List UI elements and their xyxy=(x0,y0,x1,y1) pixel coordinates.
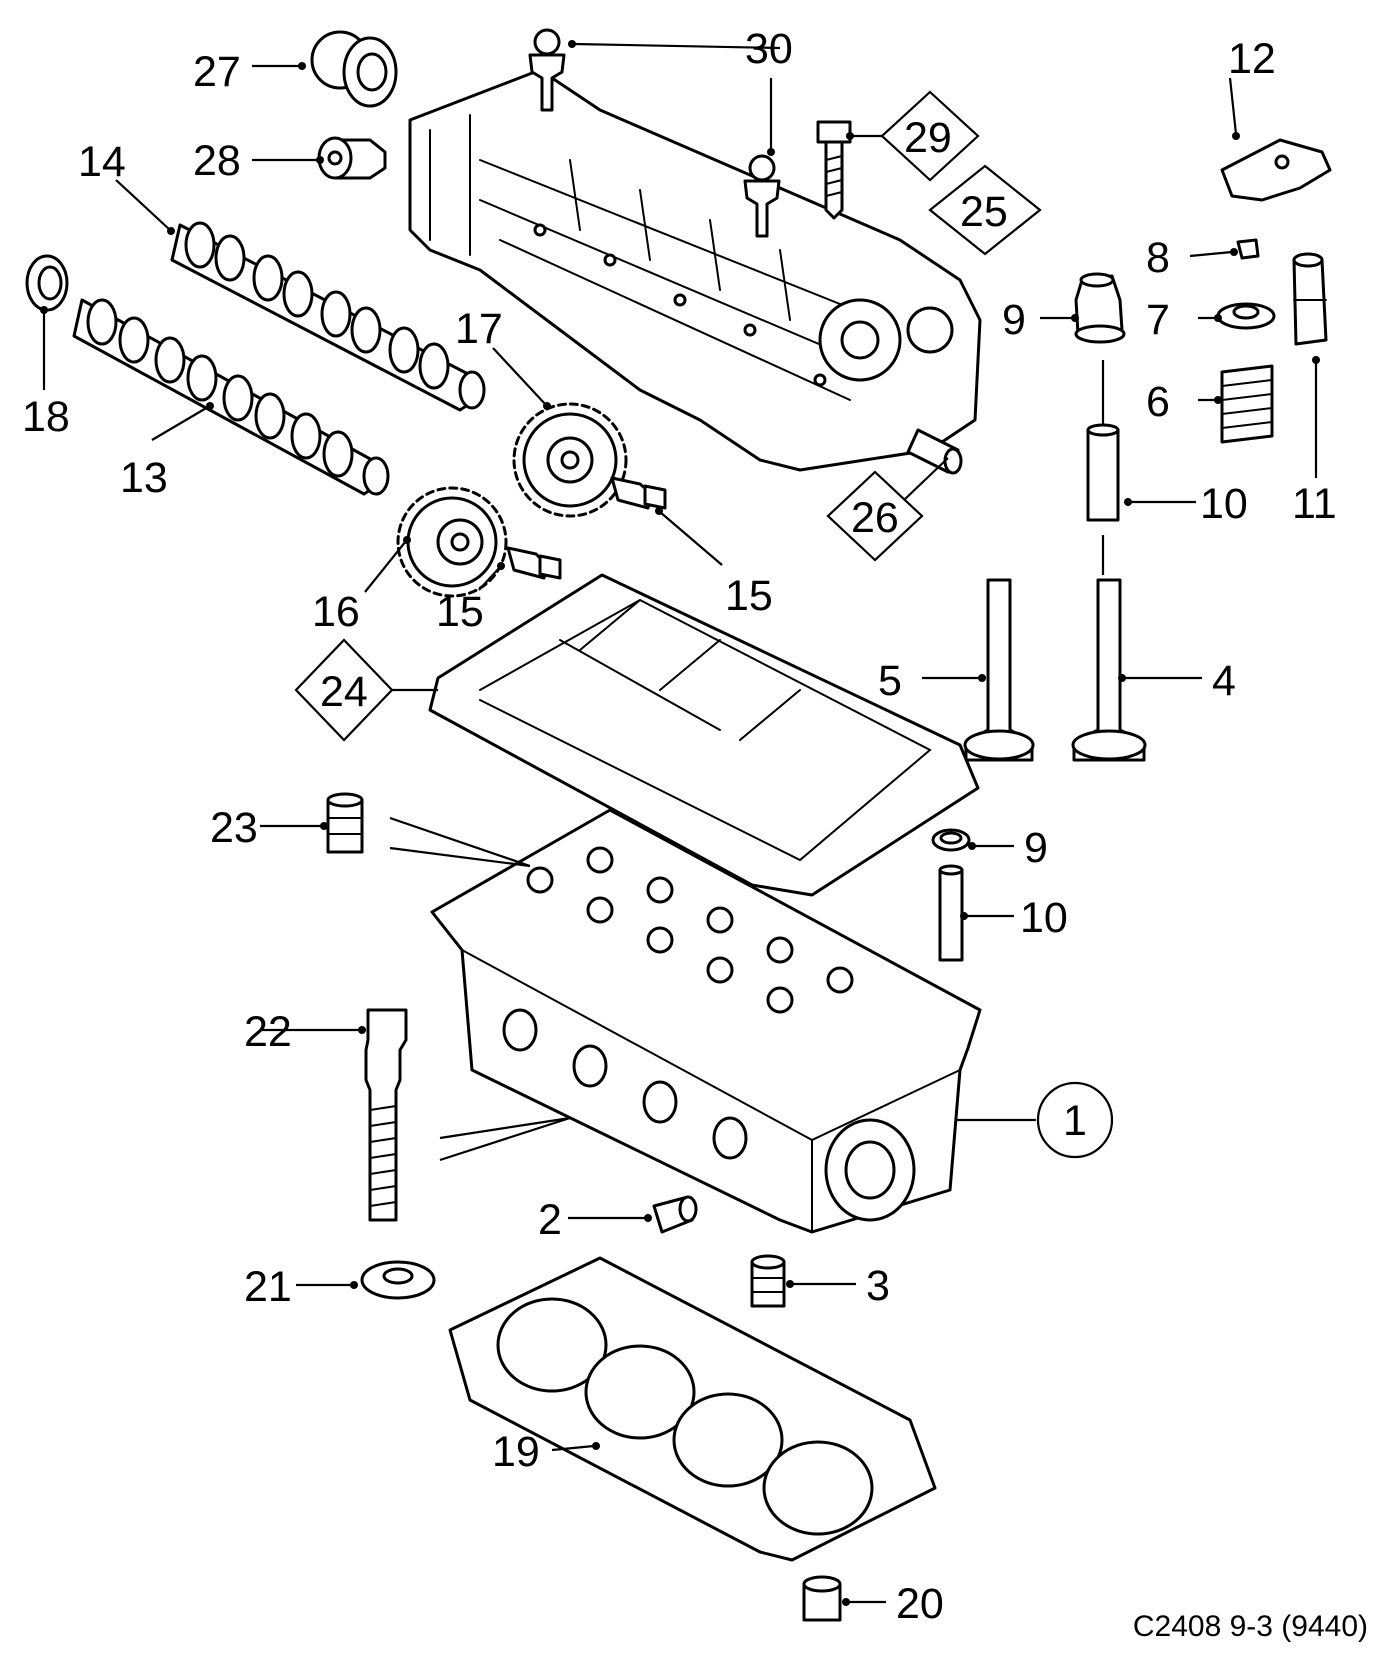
callout-labels: 30 27 28 14 18 13 17 16 15 15 29 25 12 8… xyxy=(22,25,1337,1628)
callout-20: 20 xyxy=(896,1580,944,1628)
camshaft-intake-part xyxy=(170,221,486,412)
dowel-sleeve-part xyxy=(750,1254,786,1308)
callout-28: 28 xyxy=(193,137,241,185)
callout-19: 19 xyxy=(492,1428,540,1476)
ball-stud-part xyxy=(528,28,781,238)
valve-guide-upper-part xyxy=(1086,423,1120,522)
valve-exhaust-part xyxy=(963,578,1035,762)
valve-spring-part xyxy=(1220,364,1274,444)
valve-collet-part xyxy=(1236,238,1260,260)
gear-bolt-part xyxy=(506,476,667,580)
callout-22: 22 xyxy=(244,1008,292,1056)
cylinder-head-gasket-part xyxy=(448,1256,937,1562)
sleeve-part xyxy=(652,1195,698,1234)
callout-15-right: 15 xyxy=(725,572,773,620)
cylinder-head-bolt-part xyxy=(364,1008,408,1222)
callout-7: 7 xyxy=(1146,296,1170,344)
valve-stem-seal-part xyxy=(1074,272,1126,344)
callout-18: 18 xyxy=(22,393,70,441)
plug-part xyxy=(317,136,387,180)
callout-10-lower: 10 xyxy=(1020,894,1068,942)
callout-2: 2 xyxy=(538,1196,562,1244)
callout-14: 14 xyxy=(78,138,126,186)
callout-15-left: 15 xyxy=(436,588,484,636)
leader-lines xyxy=(40,40,1320,1606)
callout-9-lower: 9 xyxy=(1024,824,1048,872)
callout-frames xyxy=(294,90,1114,1159)
callout-13: 13 xyxy=(120,454,168,502)
rocker-arm-part xyxy=(1220,138,1332,202)
callout-3: 3 xyxy=(866,1262,890,1310)
camshaft-exhaust-part xyxy=(72,298,390,496)
camshaft-housing-part xyxy=(408,68,982,472)
callout-16: 16 xyxy=(312,588,360,636)
callout-21: 21 xyxy=(244,1263,292,1311)
seal-ring-part xyxy=(25,254,69,312)
callout-26: 26 xyxy=(851,494,899,542)
callout-12: 12 xyxy=(1228,35,1276,83)
bolt-part xyxy=(816,120,852,220)
callout-11: 11 xyxy=(1292,480,1337,528)
callout-6: 6 xyxy=(1146,378,1170,426)
valve-guide-lower-part xyxy=(938,864,964,962)
bushing-part xyxy=(802,1575,842,1622)
callout-27: 27 xyxy=(193,48,241,96)
callout-24: 24 xyxy=(320,668,368,716)
callout-8: 8 xyxy=(1146,234,1170,282)
washer-part xyxy=(360,1260,436,1300)
cylinder-head-part xyxy=(430,808,982,1234)
callout-5: 5 xyxy=(878,657,902,705)
spring-retainer-part xyxy=(1216,302,1276,330)
camshaft-gear-upper-part xyxy=(512,402,628,518)
camshaft-gear-lower-part xyxy=(396,486,508,598)
hollow-dowel-part xyxy=(326,792,364,854)
callout-1: 1 xyxy=(1063,1097,1087,1145)
callout-17: 17 xyxy=(455,305,503,353)
callout-10-upper: 10 xyxy=(1200,480,1248,528)
callout-25: 25 xyxy=(960,188,1008,236)
valve-intake-part xyxy=(1071,578,1147,762)
callout-23: 23 xyxy=(210,804,258,852)
cam-housing-gasket-part xyxy=(428,573,980,897)
callout-30: 30 xyxy=(745,25,793,73)
callout-4: 4 xyxy=(1212,657,1236,705)
callout-29: 29 xyxy=(904,114,952,162)
diagram-reference-code: C2408 9-3 (9440) xyxy=(1132,1610,1368,1643)
valve-stem-seal-lower-part xyxy=(931,828,971,852)
callout-9-upper: 9 xyxy=(1002,296,1026,344)
hydraulic-tappet-part xyxy=(1292,252,1328,346)
cap-part xyxy=(310,30,398,108)
